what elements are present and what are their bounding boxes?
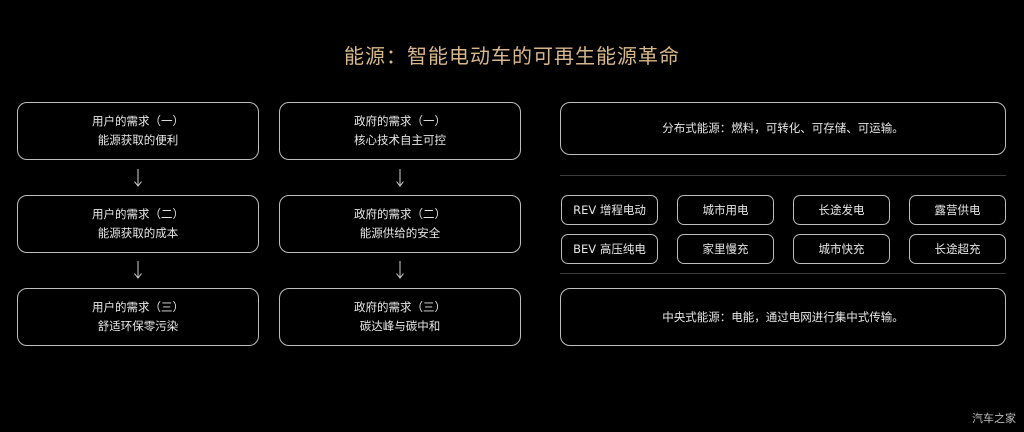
down-arrow-icon [394,261,406,281]
grid-rev-extended-range: REV 增程电动 [561,195,658,225]
watermark: 汽车之家 [972,412,1016,425]
down-arrow-icon [132,169,144,189]
gov-need-2-text: 能源供给的安全 [359,226,441,240]
page-title: 能源：智能电动车的可再生能源革命 [344,44,680,68]
central-energy-box: 中央式能源：电能，通过电网进行集中式传输。 [560,288,1006,346]
down-arrow-icon [394,169,406,189]
gov-need-3-text: 碳达峰与碳中和 [359,319,441,333]
gov-need-1-heading: 政府的需求（一） [354,114,446,128]
user-need-2-heading: 用户的需求（二） [92,207,184,221]
user-need-2-box: 用户的需求（二） 能源获取的成本 [17,195,259,253]
central-energy-text: 中央式能源：电能，通过电网进行集中式传输。 [662,309,904,324]
user-need-1-box: 用户的需求（一） 能源获取的便利 [17,102,259,160]
gov-need-3-heading: 政府的需求（三） [354,300,446,314]
grid-bev-high-voltage: BEV 高压纯电 [561,234,658,264]
user-need-2-text: 能源获取的成本 [97,226,179,240]
gov-need-1-box: 政府的需求（一） 核心技术自主可控 [279,102,521,160]
grid-long-trip-generate: 长途发电 [793,195,890,225]
down-arrow-icon [132,261,144,281]
user-need-1-text: 能源获取的便利 [97,133,179,147]
divider-bottom [560,273,1006,274]
gov-need-3-box: 政府的需求（三） 碳达峰与碳中和 [279,288,521,346]
user-need-3-heading: 用户的需求（三） [92,300,184,314]
gov-need-1-text: 核心技术自主可控 [354,133,446,147]
user-need-3-box: 用户的需求（三） 舒适环保零污染 [17,288,259,346]
grid-camping-supply: 露营供电 [909,195,1006,225]
user-need-3-text: 舒适环保零污染 [97,319,179,333]
grid-city-power: 城市用电 [677,195,774,225]
gov-need-2-heading: 政府的需求（二） [354,207,446,221]
user-need-1-heading: 用户的需求（一） [92,114,184,128]
distributed-energy-text: 分布式能源：燃料，可转化、可存储、可运输。 [662,121,904,135]
grid-long-trip-supercharge: 长途超充 [909,234,1006,264]
grid-city-fast-charge: 城市快充 [793,234,890,264]
distributed-energy-box: 分布式能源：燃料，可转化、可存储、可运输。 [560,102,1006,155]
gov-need-2-box: 政府的需求（二） 能源供给的安全 [279,195,521,253]
divider-top [560,175,1006,176]
grid-home-slow-charge: 家里慢充 [677,234,774,264]
